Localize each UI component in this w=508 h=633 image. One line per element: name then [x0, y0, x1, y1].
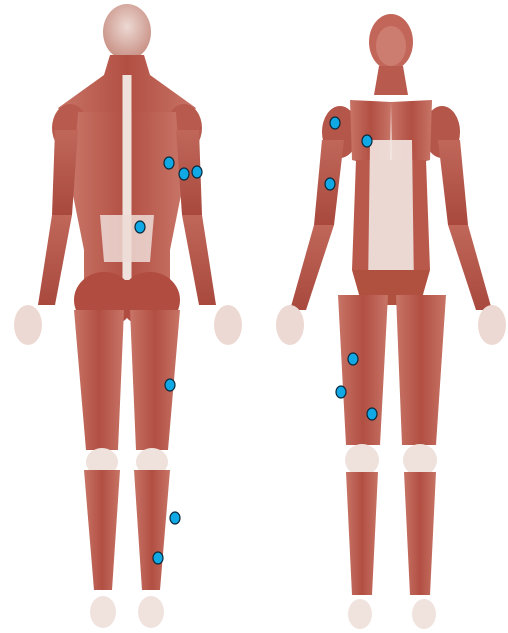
left-thigh: [74, 310, 124, 450]
left-knee: [345, 444, 379, 476]
marker-back-5[interactable]: [165, 379, 175, 391]
left-hand: [14, 305, 42, 345]
head: [103, 4, 151, 60]
right-shin: [404, 472, 436, 595]
right-thigh: [396, 295, 446, 445]
left-forearm: [290, 225, 334, 310]
marker-back-3[interactable]: [192, 166, 202, 178]
marker-front-4[interactable]: [348, 353, 358, 365]
right-upper-arm: [438, 140, 468, 225]
right-forearm: [182, 215, 216, 305]
figure-front-view: [276, 14, 506, 629]
left-upper-arm: [52, 130, 78, 215]
right-hand: [478, 305, 506, 345]
linea-alba: [368, 140, 414, 290]
left-hand: [276, 305, 304, 345]
marker-back-7[interactable]: [153, 552, 163, 564]
lumbar-fascia: [100, 215, 154, 262]
left-thigh: [338, 295, 388, 445]
marker-back-2[interactable]: [179, 168, 189, 180]
left-foot: [90, 596, 116, 628]
left-shin: [346, 472, 378, 595]
right-knee: [403, 444, 437, 476]
left-forearm: [38, 215, 72, 305]
right-hand: [214, 305, 242, 345]
marker-front-2[interactable]: [362, 135, 372, 147]
face: [376, 26, 406, 66]
figure-back-view: [14, 4, 242, 628]
right-foot: [138, 596, 164, 628]
marker-front-3[interactable]: [325, 178, 335, 190]
right-calf: [134, 470, 170, 590]
marker-back-4[interactable]: [135, 221, 145, 233]
right-foot: [412, 599, 436, 629]
marker-back-6[interactable]: [170, 512, 180, 524]
marker-front-5[interactable]: [336, 386, 346, 398]
left-foot: [348, 599, 372, 629]
marker-front-1[interactable]: [330, 117, 340, 129]
marker-front-6[interactable]: [367, 408, 377, 420]
marker-back-1[interactable]: [164, 157, 174, 169]
neck: [374, 66, 408, 95]
right-forearm: [448, 225, 492, 310]
left-calf: [84, 470, 120, 590]
